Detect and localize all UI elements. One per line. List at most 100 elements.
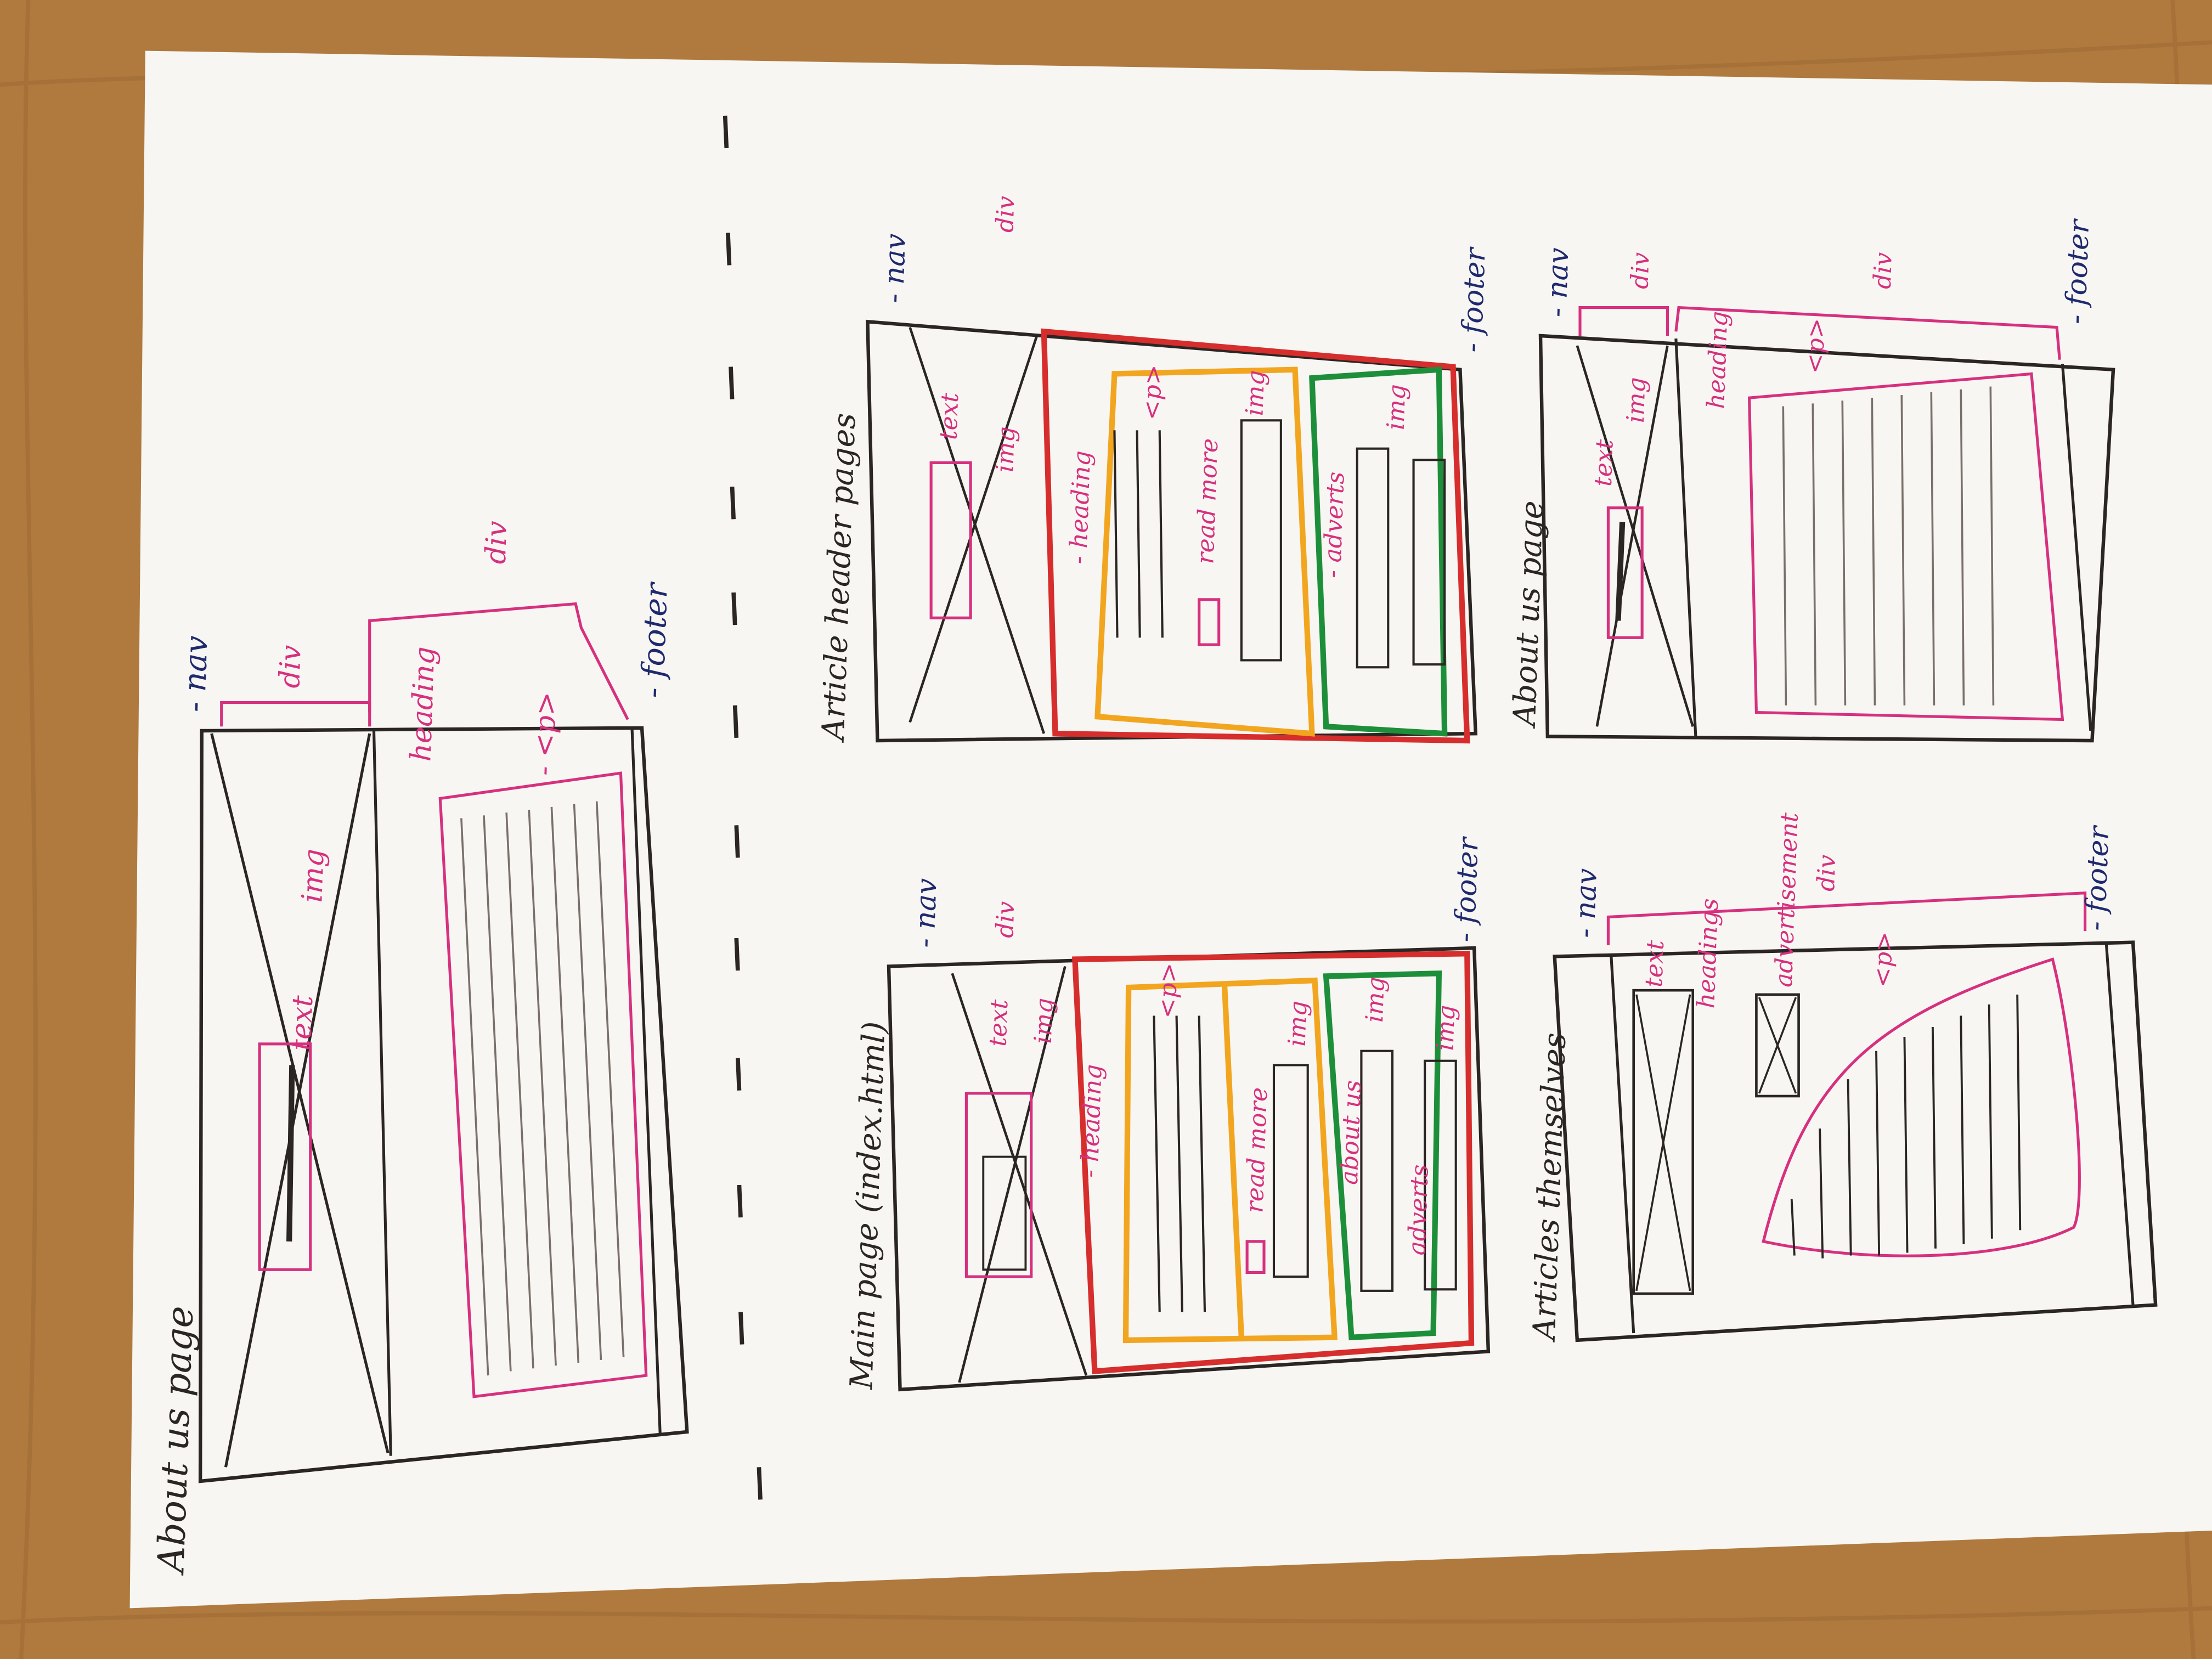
nav-label: - nav xyxy=(877,233,912,304)
page-outline xyxy=(1538,334,2115,743)
adverts-label: - adverts xyxy=(1318,471,1350,579)
p-lines xyxy=(1790,994,2022,1259)
text-box xyxy=(258,1042,312,1271)
div-label: div xyxy=(479,521,514,565)
nav-divider xyxy=(372,729,392,1456)
read-more-label: read more xyxy=(1191,438,1223,565)
img-label: img xyxy=(1240,370,1270,416)
page-outline xyxy=(1553,940,2158,1342)
text-mark xyxy=(286,1065,295,1242)
nav-cross xyxy=(951,973,1088,1376)
p-label: <p> xyxy=(1869,931,1899,988)
sketch-main-page xyxy=(887,946,1491,1392)
footer-label: - footer xyxy=(2059,217,2096,325)
text-box xyxy=(929,461,972,619)
div-label: div xyxy=(991,901,1020,939)
sketch-article-header xyxy=(866,319,1478,744)
nav-label: - nav xyxy=(1568,868,1604,939)
img-label: img xyxy=(1622,377,1651,424)
sketch-title: About us page xyxy=(1506,500,1550,729)
heading-label: heading xyxy=(1702,311,1733,409)
footer-label: - footer xyxy=(635,581,675,699)
green-box xyxy=(1323,970,1442,1341)
ad-cross xyxy=(1758,997,1797,1094)
nav-cross xyxy=(958,966,1066,1383)
p-lines xyxy=(1153,1015,1206,1312)
text-box xyxy=(964,1092,1033,1278)
orange-box xyxy=(1122,977,1338,1344)
img-box xyxy=(1272,1064,1309,1278)
nav-cross xyxy=(909,326,1046,734)
footer-divider xyxy=(2104,942,2135,1305)
footer-divider xyxy=(2061,364,2092,731)
nav-label: - nav xyxy=(176,635,215,713)
heading-label: - heading xyxy=(1064,450,1096,564)
nav-cross xyxy=(224,733,371,1468)
heading-label: - heading xyxy=(1076,1064,1108,1178)
headings-label: headings xyxy=(1692,898,1724,1009)
advertisement-label: advertisement xyxy=(1770,812,1804,988)
div-bracket xyxy=(1606,891,2087,945)
sketch-title: About us page xyxy=(149,1305,201,1576)
div-label: div xyxy=(1869,252,1898,290)
footer-label: - footer xyxy=(2079,824,2116,932)
advert-img xyxy=(1356,447,1390,669)
page-outline xyxy=(866,319,1478,743)
nav-cross xyxy=(1576,345,1694,727)
img-label: img xyxy=(1382,384,1412,431)
heading-label: heading xyxy=(404,646,441,763)
p-label: <p> xyxy=(1153,962,1183,1019)
dashed-divider xyxy=(723,115,763,1500)
div-bracket xyxy=(1674,306,2061,360)
img-label: img xyxy=(296,848,330,903)
div-bracket xyxy=(1578,306,1669,336)
sketch-about-us-large xyxy=(198,602,689,1483)
p-label: <p> xyxy=(1801,318,1831,374)
page-outline xyxy=(198,726,689,1483)
about-us-label: about us xyxy=(1335,1080,1367,1185)
div-label: div xyxy=(1812,854,1841,892)
nav-cross xyxy=(909,335,1039,723)
div-label: div xyxy=(991,195,1020,233)
footer-divider xyxy=(630,727,662,1436)
green-box xyxy=(1309,366,1448,737)
p-label: - <p> xyxy=(527,691,563,776)
img-box xyxy=(1240,419,1282,662)
text-label: text xyxy=(1640,940,1669,988)
adverts-label: adverts xyxy=(1403,1164,1434,1256)
nav-cross xyxy=(1595,345,1669,727)
content-red-box xyxy=(1041,328,1470,744)
img-label: img xyxy=(1283,1000,1313,1047)
text-mark xyxy=(1615,522,1626,621)
nav-divider xyxy=(1610,953,1635,1334)
img-box xyxy=(1632,989,1695,1295)
img-label: img xyxy=(991,426,1020,473)
p-box xyxy=(1762,957,2081,1257)
about-us-img xyxy=(1360,1049,1394,1292)
read-more-button xyxy=(1245,1240,1266,1274)
p-lines xyxy=(460,801,625,1376)
advert-img xyxy=(1424,1059,1457,1291)
img-cross xyxy=(1635,994,1691,1291)
advert-img xyxy=(1412,459,1446,666)
read-more-button xyxy=(1198,598,1221,646)
text-label: text xyxy=(984,999,1013,1047)
p-box xyxy=(438,771,648,1398)
footer-label: - footer xyxy=(1448,835,1485,943)
orange-divider xyxy=(1221,984,1244,1338)
p-lines xyxy=(1113,430,1164,638)
p-box xyxy=(1747,372,2064,721)
text-box xyxy=(1606,506,1644,639)
p-lines xyxy=(1782,386,1995,706)
p-label: <p> xyxy=(1138,364,1168,421)
sketch-articles-themselves xyxy=(1553,891,2158,1342)
img-box xyxy=(982,1155,1027,1271)
content-red-box xyxy=(1072,951,1475,1374)
div-bracket xyxy=(368,602,629,720)
nav-divider xyxy=(1674,338,1697,737)
orange-box xyxy=(1094,366,1315,737)
text-label: text xyxy=(934,392,964,441)
div-label: div xyxy=(1626,252,1655,290)
read-more-label: read more xyxy=(1240,1087,1273,1214)
